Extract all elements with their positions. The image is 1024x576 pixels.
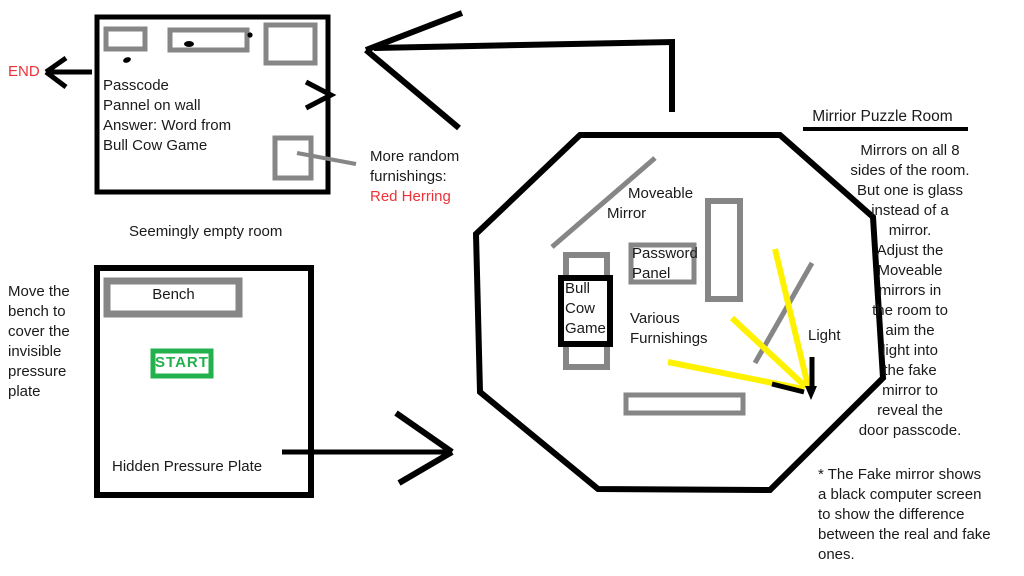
mirror-room-description: Mirrors on all 8 sides of the room. But … — [850, 142, 970, 439]
light-label: Light — [808, 327, 841, 344]
light-beam — [729, 315, 809, 390]
moveable-mirror-label-line1: Moveable — [628, 185, 694, 202]
mirror-room-title: Mirrior Puzzle Room — [812, 108, 953, 125]
password-panel-label: Password Panel — [632, 245, 698, 282]
move-bench-note: Move the bench to cover the invisible pr… — [8, 283, 70, 400]
furnishing-rect-small — [103, 26, 148, 52]
empty-room-furnishings — [103, 22, 357, 181]
light-source-arrow-icon — [771, 357, 817, 400]
start-room-walls — [94, 265, 314, 498]
moveable-mirror-label-line2: Mirror — [607, 205, 647, 222]
octagon-room-walls — [472, 132, 887, 494]
bench-label: Bench — [152, 286, 195, 303]
door-chevron-icon — [304, 79, 337, 111]
fake-mirror-footnote: * The Fake mirror shows a black computer… — [818, 466, 991, 563]
start-marker-rect — [150, 348, 214, 379]
light-beam — [772, 248, 811, 387]
mirror-to-empty-arrow-icon — [364, 10, 675, 131]
bull-cow-game-label: Bull Cow Game — [565, 280, 606, 337]
dot — [184, 41, 194, 47]
hidden-plate-label: Hidden Pressure Plate — [112, 458, 263, 475]
empty-room-caption: Seemingly empty room — [129, 223, 283, 240]
empty-room-walls — [94, 14, 331, 195]
various-furnishings-label: Various Furnishings — [630, 310, 708, 347]
dot — [123, 57, 131, 63]
furnishing-rect-wide — [167, 27, 250, 53]
furnishing-rect-topright — [263, 22, 318, 66]
red-herring-pointer-line — [296, 151, 357, 166]
end-label: END — [8, 63, 40, 80]
furnishing-rect-bottom — [623, 392, 746, 416]
furnishing-rect-tall — [705, 198, 743, 302]
dot — [247, 32, 253, 38]
bull-cow-game-rect — [558, 275, 613, 347]
password-panel-rect — [628, 242, 697, 285]
start-label: START — [155, 354, 209, 371]
end-arrow-icon — [44, 55, 92, 89]
furnishing-rect-bottomright — [272, 135, 314, 181]
bench-rect — [103, 277, 243, 318]
empty-room-dots — [123, 32, 253, 63]
red-herring-label: Red Herring — [370, 188, 451, 205]
moveable-mirror-line — [550, 156, 657, 249]
furnishings-note: More random furnishings: — [370, 148, 460, 185]
passcode-wall-note: Passcode Pannel on wall Answer: Word fro… — [103, 77, 232, 154]
start-to-mirror-arrow-icon — [282, 410, 454, 486]
